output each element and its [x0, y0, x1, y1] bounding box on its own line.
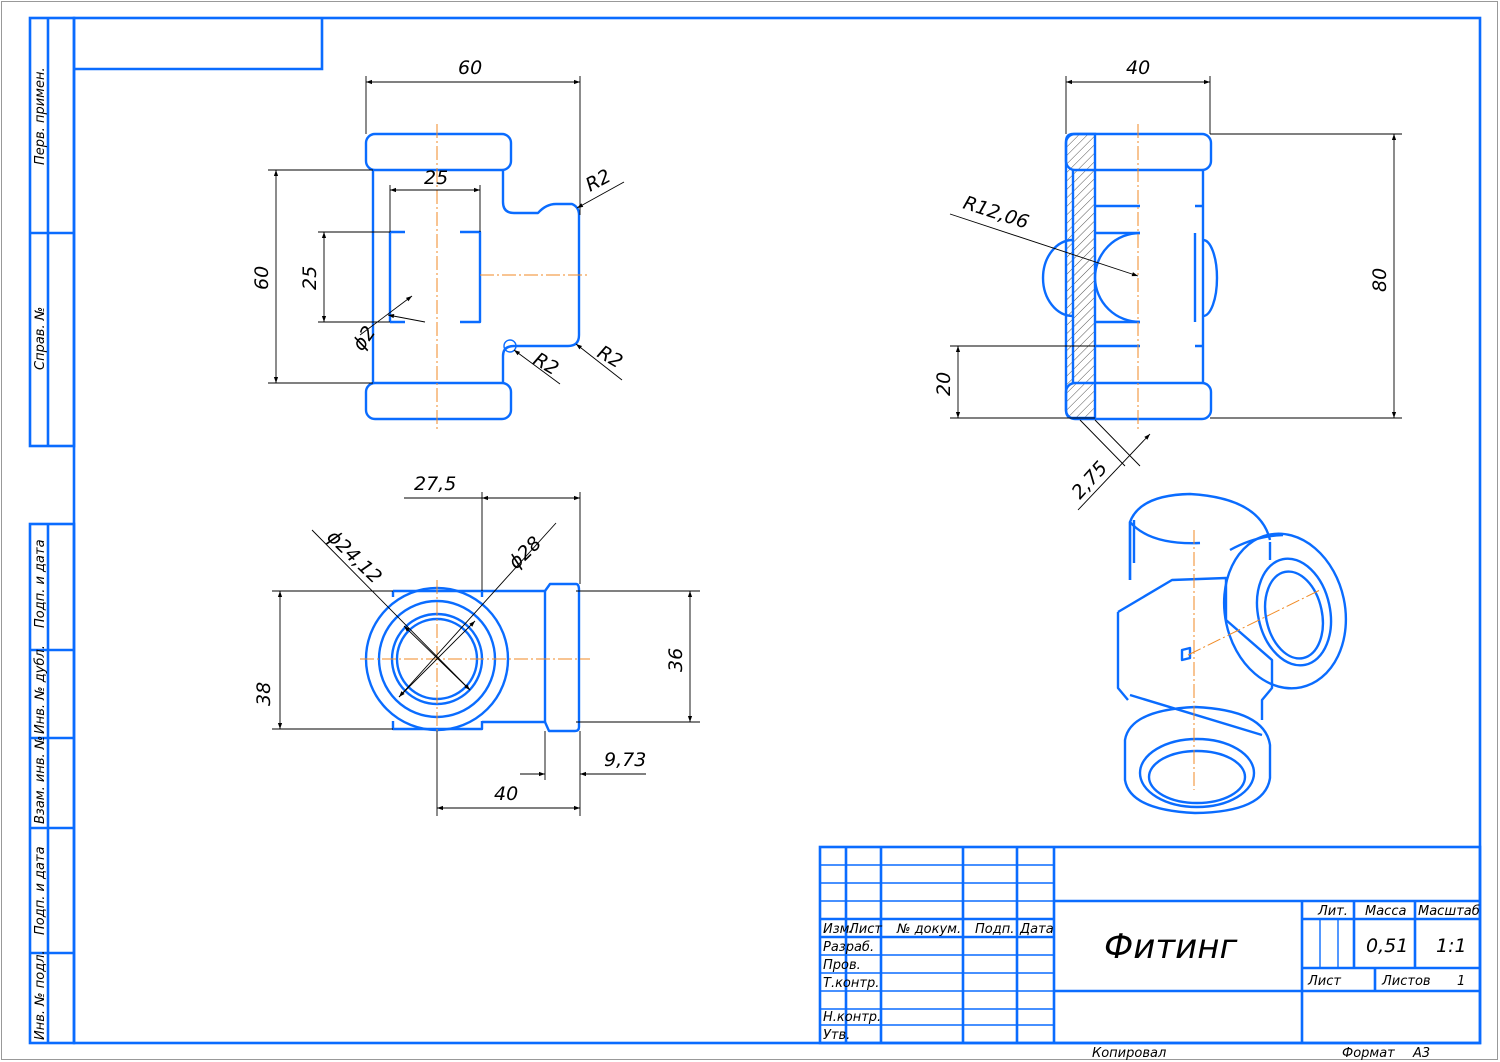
front-dim-phi2: ϕ2: [348, 322, 380, 355]
side-dim-2-75: 2,75: [1067, 457, 1112, 503]
label-inv-podl: Инв. № подл.: [33, 950, 48, 1040]
top-dim-phi28: ϕ28: [504, 532, 546, 573]
tb-razrab: Разраб.: [823, 940, 874, 955]
tb-prov: Пров.: [823, 958, 861, 973]
tb-podp: Подп.: [975, 922, 1014, 937]
side-dim-80: 80: [1369, 268, 1391, 292]
corner-stamp: [74, 18, 324, 71]
label-vzam-inv: Взам. инв. №: [33, 736, 48, 824]
tb-scale-value: 1:1: [1436, 935, 1467, 957]
top-dim-40: 40: [494, 783, 518, 805]
tb-t-kontr: Т.контр.: [823, 976, 879, 991]
left-sidebar: Перв. примен. Справ. № Подп. и дата Инв.…: [28, 16, 76, 1045]
tb-kopiroval: Копировал: [1092, 1046, 1166, 1061]
label-perv-primen: Перв. примен.: [33, 67, 48, 165]
side-dim-40: 40: [1126, 57, 1150, 79]
label-podp-data-1: Подп. и дата: [33, 539, 48, 628]
tb-massa: Масса: [1365, 904, 1406, 919]
front-dim-25: 25: [424, 167, 448, 189]
tb-part-name: Фитинг: [1104, 927, 1238, 967]
tb-format-value: А3: [1412, 1046, 1430, 1061]
front-dim-60-width: 60: [458, 57, 482, 79]
top-view: 27,5 ϕ24,12 ϕ28 38 36 40 9,73: [253, 473, 700, 816]
tb-n-dokum: № докум.: [896, 922, 961, 937]
label-inv-dubl: Инв. № дубл.: [33, 645, 48, 734]
side-view: 40 80 R12,06 20 2,75: [933, 57, 1402, 511]
tb-izm: Изм.: [823, 922, 854, 937]
label-sprav-no: Справ. №: [33, 307, 48, 370]
top-dim-phi24-12: ϕ24,12: [323, 526, 386, 588]
front-dim-r2-bottom-2: R2: [594, 341, 627, 373]
front-dim-60-height: 60: [251, 266, 273, 290]
front-dim-r2-top: R2: [582, 165, 615, 196]
front-dim-25-vertical: 25: [299, 266, 321, 290]
top-dim-27-5: 27,5: [414, 473, 456, 495]
tb-listov-label: Листов: [1381, 974, 1431, 989]
label-podp-data-2: Подп. и дата: [33, 846, 48, 935]
tb-n-kontr: Н.контр.: [823, 1010, 881, 1025]
tb-massa-value: 0,51: [1366, 935, 1408, 957]
tb-utv: Утв.: [823, 1028, 850, 1043]
isometric-view: [1116, 492, 1348, 815]
front-view: 60 25 60 25 ϕ2 R2 R2 R2: [251, 57, 626, 430]
top-dim-36: 36: [665, 648, 687, 672]
tb-format-label: Формат: [1342, 1046, 1395, 1061]
title-block: Изм. Лист № докум. Подп. Дата Разраб. Пр…: [818, 845, 1482, 1061]
top-dim-9-73: 9,73: [604, 749, 646, 771]
tb-masshtab: Масштаб: [1418, 904, 1480, 919]
tb-list: Лист: [848, 922, 882, 937]
tb-list-label: Лист: [1307, 974, 1341, 989]
front-dim-r2-bottom-1: R2: [530, 348, 563, 380]
inner-frame: [72, 16, 1482, 1045]
side-dim-20: 20: [933, 372, 955, 396]
side-dim-r12-06: R12,06: [960, 192, 1031, 234]
top-dim-38: 38: [253, 682, 275, 706]
tb-listov-value: 1: [1457, 974, 1465, 989]
tb-data: Дата: [1019, 922, 1054, 937]
tb-lit: Лит.: [1317, 904, 1348, 919]
